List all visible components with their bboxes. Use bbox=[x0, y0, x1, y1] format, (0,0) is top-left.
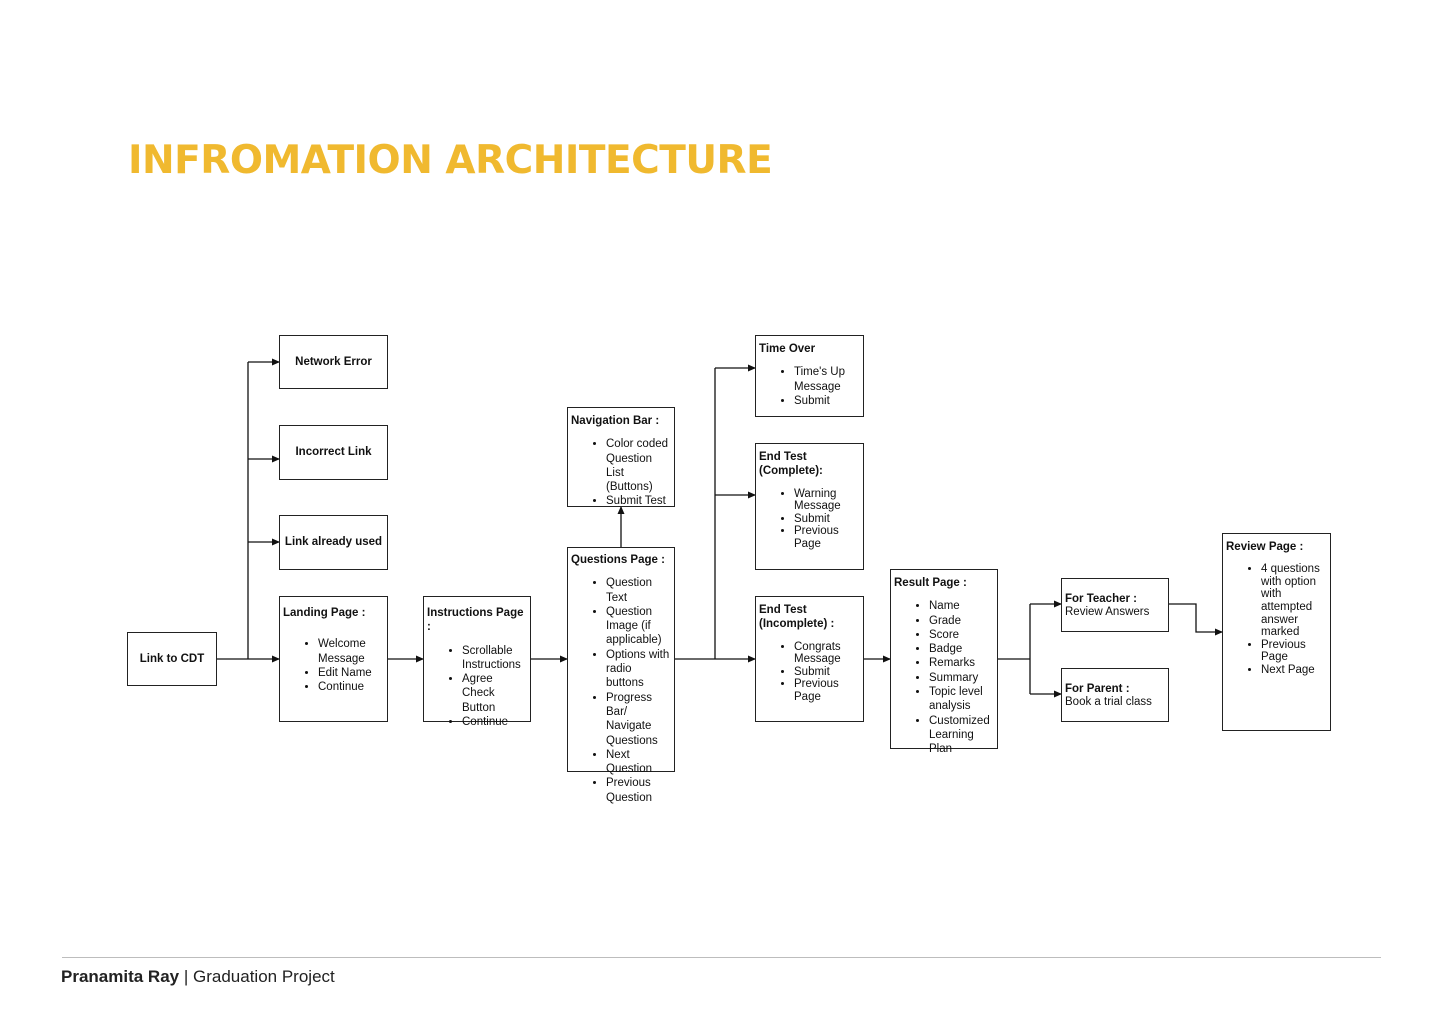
footer-divider bbox=[62, 957, 1381, 958]
node-item: Submit bbox=[794, 394, 860, 408]
node-item: Continue bbox=[318, 680, 384, 694]
node-title: Questions Page : bbox=[571, 554, 665, 566]
node-title: End Test (Incomplete) : bbox=[759, 604, 835, 631]
node-for-parent: For Parent : Book a trial class bbox=[1061, 668, 1169, 722]
node-landing-page: Landing Page : Welcome Message Edit Name… bbox=[279, 596, 388, 722]
node-item: Submit Test bbox=[606, 494, 671, 508]
node-item: Submit bbox=[794, 666, 860, 679]
node-item: Scrollable Instructions bbox=[462, 644, 527, 673]
node-for-teacher: For Teacher : Review Answers bbox=[1061, 578, 1169, 632]
node-item: Submit bbox=[794, 513, 860, 526]
node-navigation-bar: Navigation Bar : Color coded Question Li… bbox=[567, 407, 675, 507]
node-item: 4 questions with option with attempted a… bbox=[1261, 563, 1327, 639]
footer-project: Graduation Project bbox=[193, 967, 335, 986]
node-time-over: Time Over Time's Up Message Submit bbox=[755, 335, 864, 417]
node-item: Options with radio buttons bbox=[606, 648, 671, 691]
node-item: Name bbox=[929, 599, 994, 613]
node-item: Warning Message bbox=[794, 488, 860, 513]
node-end-test-complete: End Test (Complete): Warning Message Sub… bbox=[755, 443, 864, 570]
node-item: Grade bbox=[929, 614, 994, 628]
node-item: Topic level analysis bbox=[929, 685, 994, 714]
node-item: Previous Question bbox=[606, 776, 671, 805]
node-title: Review Page : bbox=[1226, 541, 1304, 553]
node-title: Network Error bbox=[295, 355, 372, 368]
node-item: Congrats Message bbox=[794, 641, 860, 666]
node-item: Summary bbox=[929, 671, 994, 685]
node-item: Time's Up Message bbox=[794, 365, 860, 394]
node-title: End Test (Complete): bbox=[759, 451, 823, 478]
node-item: Next Question bbox=[606, 748, 671, 777]
node-item: Question Image (if applicable) bbox=[606, 605, 671, 648]
node-item: Previous Page bbox=[794, 678, 860, 703]
page-title: INFROMATION ARCHITECTURE bbox=[128, 138, 773, 183]
node-link-already-used: Link already used bbox=[279, 515, 388, 570]
footer-author: Pranamita Ray bbox=[61, 967, 180, 986]
node-incorrect-link: Incorrect Link bbox=[279, 425, 388, 480]
node-review-page: Review Page : 4 questions with option wi… bbox=[1222, 533, 1331, 731]
node-questions-page: Questions Page : Question Text Question … bbox=[567, 547, 675, 804]
node-title: Instructions Page : bbox=[427, 607, 524, 634]
node-subtitle: Book a trial class bbox=[1065, 696, 1152, 708]
node-instructions-page: Instructions Page : Scrollable Instructi… bbox=[423, 596, 531, 728]
node-title: For Parent : bbox=[1065, 683, 1130, 695]
node-item: Agree Check Button bbox=[462, 672, 527, 715]
node-item: Score bbox=[929, 628, 994, 642]
footer: Pranamita Ray | Graduation Project bbox=[61, 967, 335, 987]
node-network-error: Network Error bbox=[279, 335, 388, 389]
node-title: Landing Page : bbox=[283, 607, 366, 619]
node-item: Welcome Message bbox=[318, 637, 384, 666]
footer-separator: | bbox=[179, 967, 193, 986]
node-title: Link already used bbox=[284, 536, 383, 549]
node-title: Result Page : bbox=[894, 577, 967, 589]
node-title: Incorrect Link bbox=[295, 446, 372, 459]
connector-teacher-to-review bbox=[1169, 603, 1223, 636]
node-result-page: Result Page : Name Grade Score Badge Rem… bbox=[890, 569, 998, 755]
node-item: Previous Page bbox=[794, 525, 860, 550]
node-item: Next Page bbox=[1261, 664, 1327, 677]
node-item: Continue bbox=[462, 715, 527, 729]
node-item: Badge bbox=[929, 642, 994, 656]
node-item: Question Text bbox=[606, 576, 671, 605]
node-title: Time Over bbox=[759, 343, 816, 355]
node-item: Previous Page bbox=[1261, 639, 1327, 664]
node-item: Color coded Question List (Buttons) bbox=[606, 437, 671, 494]
node-title: For Teacher : bbox=[1065, 593, 1137, 605]
node-end-test-incomplete: End Test (Incomplete) : Congrats Message… bbox=[755, 596, 864, 722]
node-title: Link to CDT bbox=[139, 652, 205, 665]
node-subtitle: Review Answers bbox=[1065, 606, 1150, 618]
node-link-to-cdt: Link to CDT bbox=[127, 632, 217, 686]
node-item: Edit Name bbox=[318, 666, 384, 680]
node-title: Navigation Bar : bbox=[571, 415, 660, 427]
node-item: Remarks bbox=[929, 656, 994, 670]
node-item: Progress Bar/ Navigate Questions bbox=[606, 691, 671, 748]
node-item: Customized Learning Plan bbox=[929, 714, 994, 757]
